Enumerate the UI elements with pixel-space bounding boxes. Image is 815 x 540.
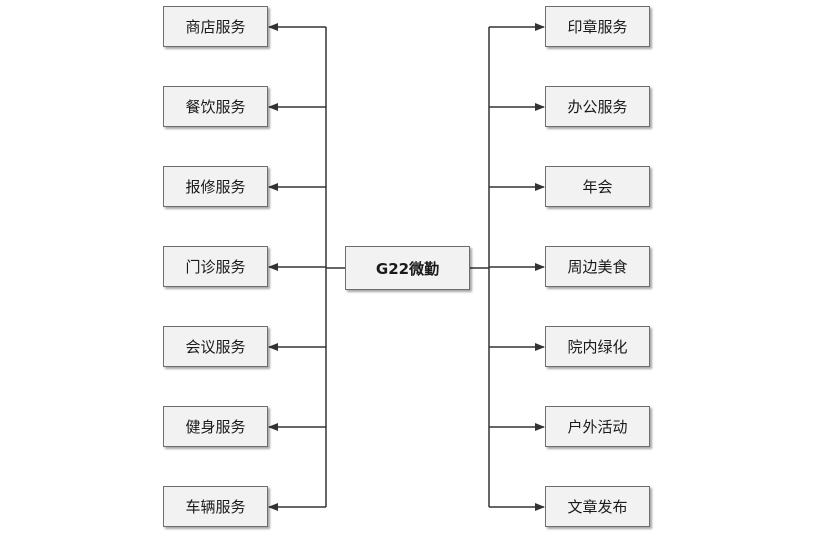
node-campus-greening: 院内绿化	[545, 326, 650, 367]
center-node-g22: G22微勤	[345, 246, 470, 290]
node-office-service: 办公服务	[545, 86, 650, 127]
node-vehicle-service: 车辆服务	[163, 486, 268, 527]
node-seal-service: 印章服务	[545, 6, 650, 47]
node-clinic-service: 门诊服务	[163, 246, 268, 287]
node-repair-service: 报修服务	[163, 166, 268, 207]
node-meeting-service: 会议服务	[163, 326, 268, 367]
node-nearby-food: 周边美食	[545, 246, 650, 287]
node-outdoor-activities: 户外活动	[545, 406, 650, 447]
node-shop-service: 商店服务	[163, 6, 268, 47]
node-annual-party: 年会	[545, 166, 650, 207]
node-fitness-service: 健身服务	[163, 406, 268, 447]
node-article-publish: 文章发布	[545, 486, 650, 527]
node-dining-service: 餐饮服务	[163, 86, 268, 127]
